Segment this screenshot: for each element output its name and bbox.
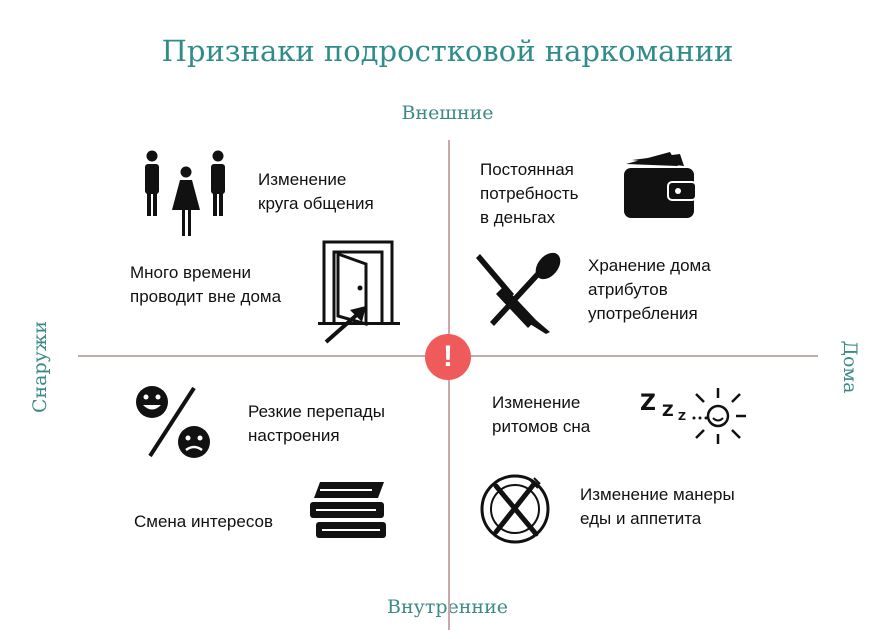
door-icon <box>318 240 400 344</box>
page-title: Признаки подростковой наркомании <box>161 34 734 68</box>
item-away-from-home: Много времени проводит вне дома <box>130 263 282 306</box>
item-storage: Хранение дома атрибутов употребления <box>588 256 711 323</box>
svg-text:Z: Z <box>662 401 674 420</box>
wallet-icon <box>624 152 697 218</box>
people-icon <box>145 150 225 236</box>
axis-label-left: Снаружи <box>29 321 51 414</box>
axis-label-bottom: Внутренние <box>0 596 895 618</box>
axis-label-right: Дома <box>839 340 861 394</box>
item-eating-change: Изменение манеры еды и аппетита <box>580 485 735 528</box>
sleep-sun-icon: Z Z Z <box>640 388 746 444</box>
svg-text:Z: Z <box>640 391 656 416</box>
plate-cutlery-icon <box>480 474 550 544</box>
axis-label-top: Внешние <box>401 102 494 124</box>
item-sleep-change: Изменение ритомов сна <box>492 393 591 436</box>
svg-text:Z: Z <box>678 410 686 423</box>
mood-swing-icon <box>136 386 210 458</box>
item-mood-swings: Резкие перепады настроения <box>248 402 385 445</box>
vertical-axis <box>448 140 450 630</box>
alert-icon: ! <box>425 334 471 380</box>
item-interests-change: Смена интересов <box>134 512 274 531</box>
item-social-circle: Изменение круга общения <box>258 170 374 213</box>
item-money-need: Постоянная потребность в деньгах <box>480 160 579 227</box>
syringe-spoon-icon <box>476 252 561 334</box>
books-icon <box>310 482 386 538</box>
